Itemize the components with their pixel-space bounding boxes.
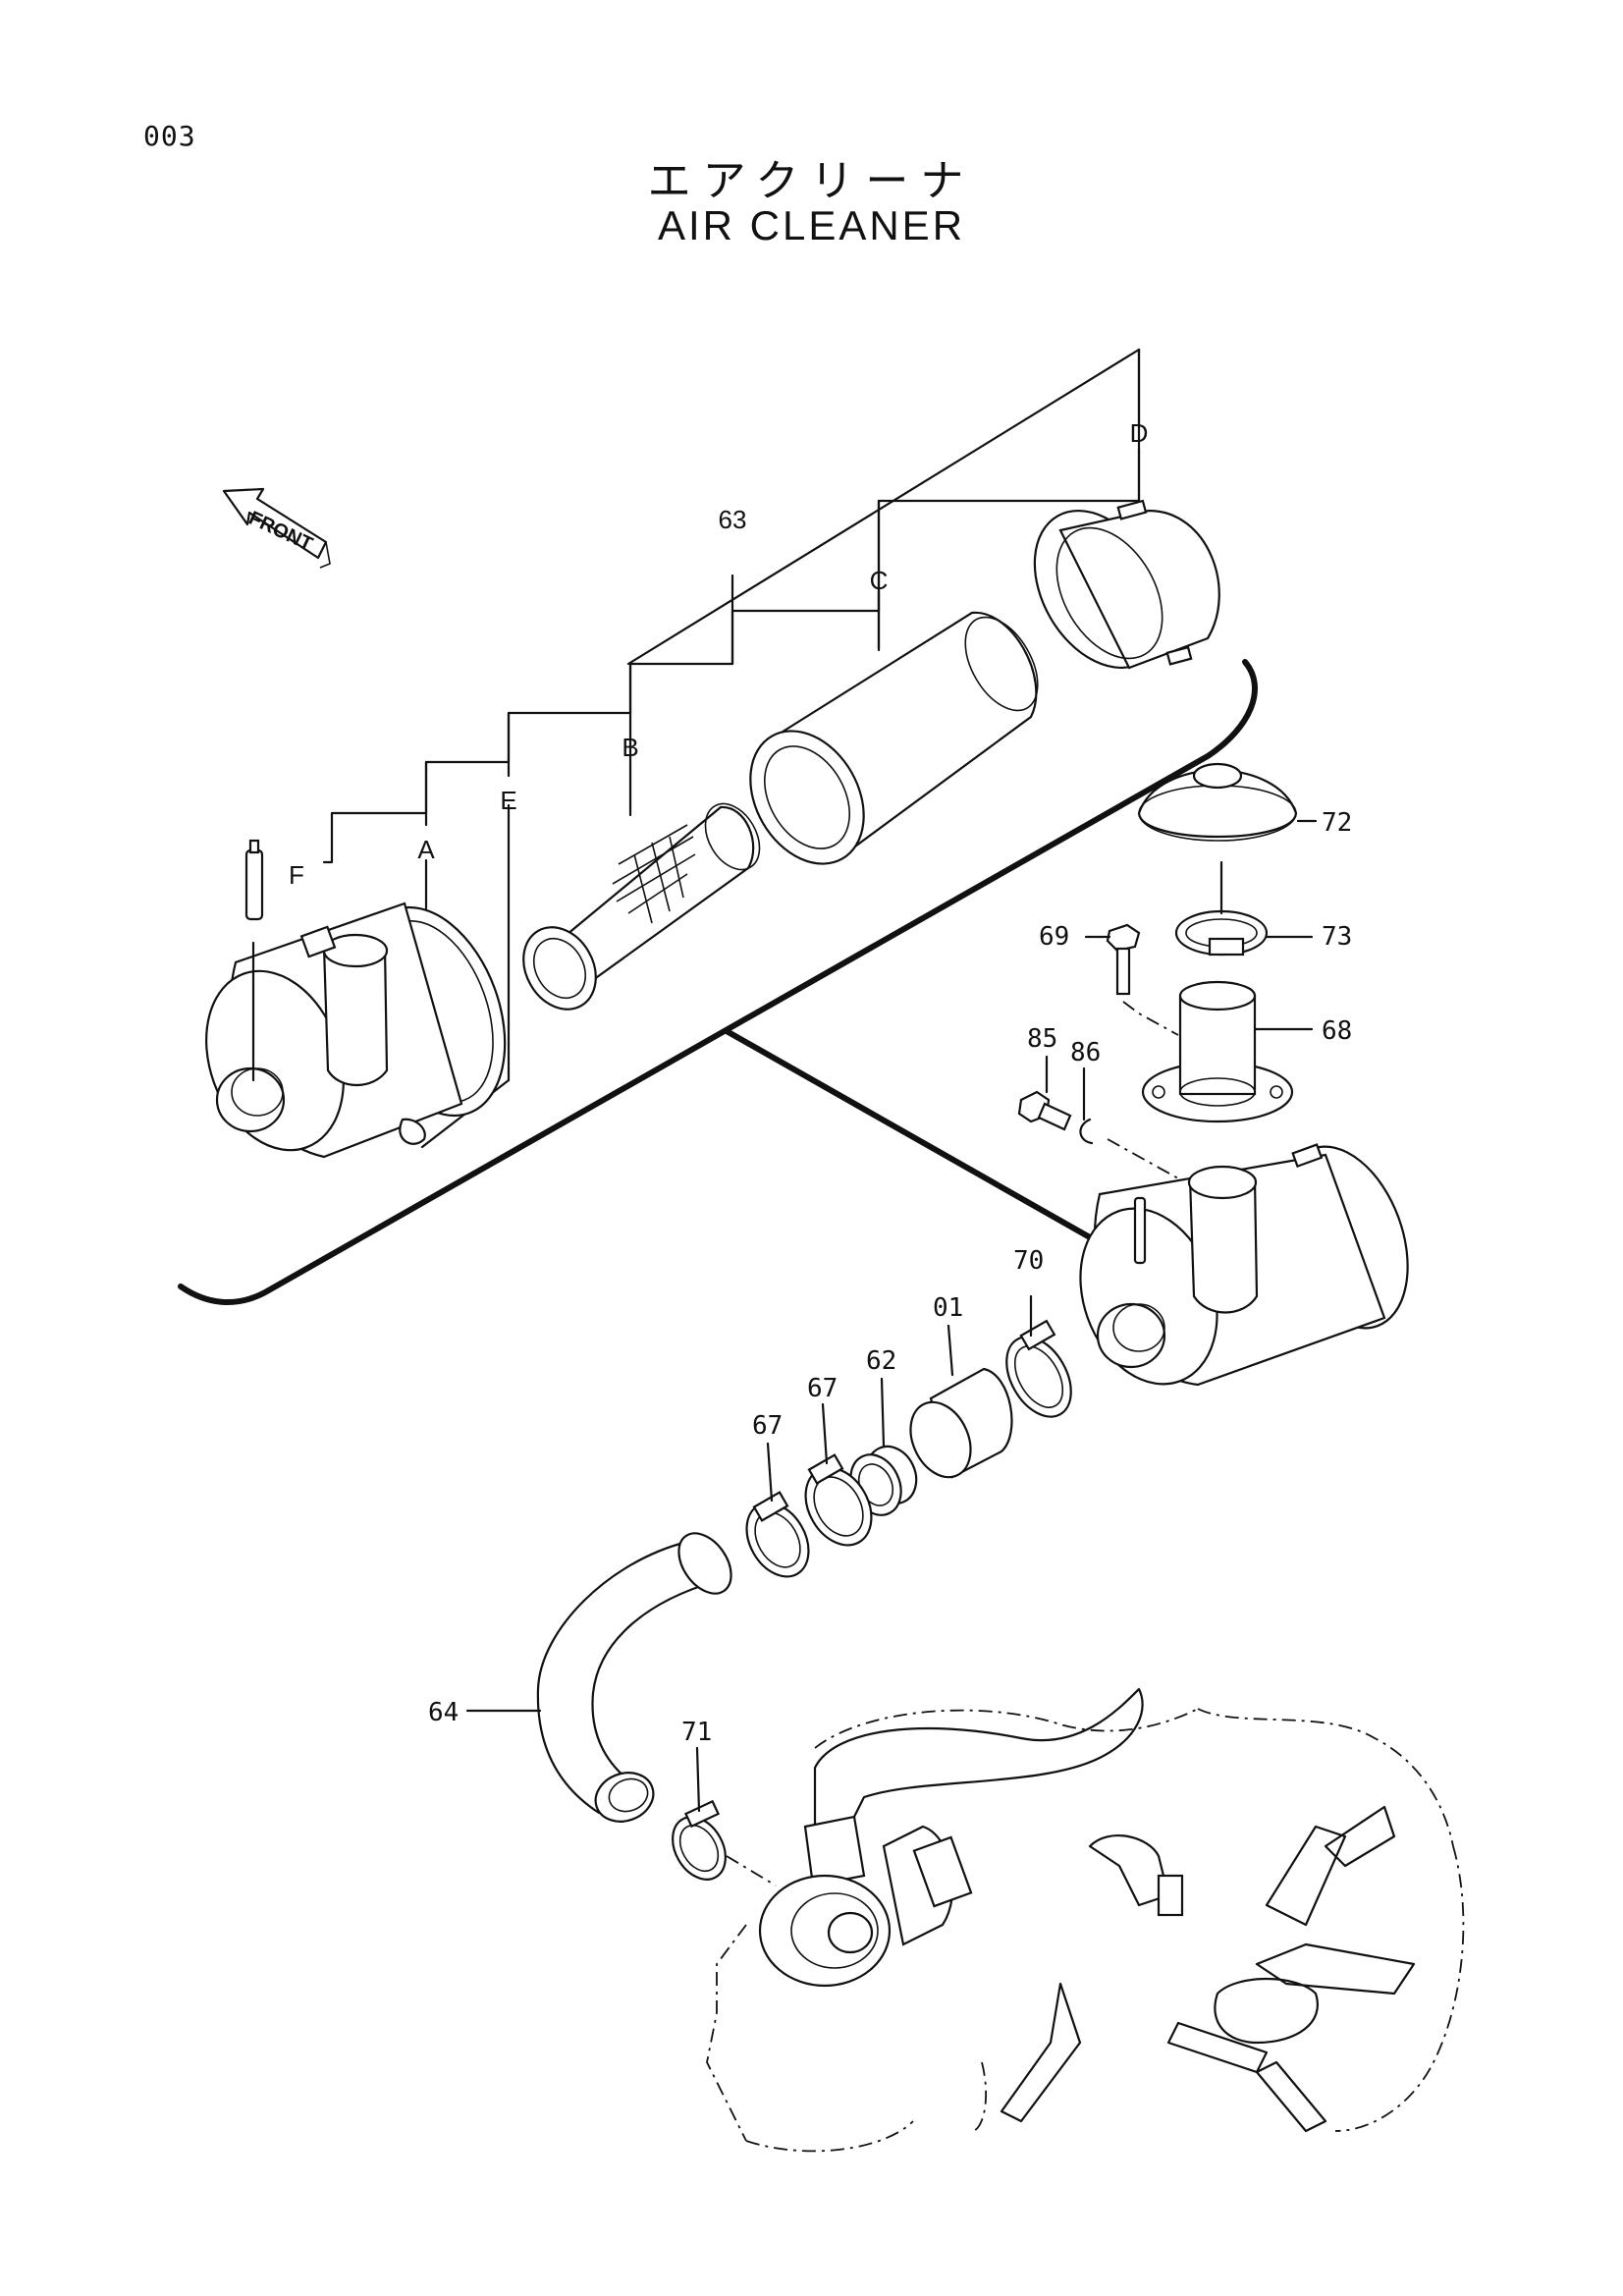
title-english: AIR CLEANER: [657, 202, 966, 248]
label-sub-f: F: [289, 860, 304, 890]
hose-64: [536, 1532, 732, 1823]
label-sub-a: A: [417, 835, 435, 864]
label-part-68: 68: [1322, 1016, 1352, 1046]
label-part-70: 70: [1013, 1246, 1044, 1276]
callout-labels: 63 A B C D E F 72 73 69 68 85 86 70 01 6…: [289, 418, 1352, 1747]
front-arrow-icon: FRONT: [222, 487, 331, 569]
title-japanese: エアクリーナ: [647, 156, 976, 206]
page-number: 003: [143, 120, 196, 152]
label-sub-b: B: [622, 733, 638, 762]
hose-clamp-70: [1005, 1319, 1072, 1418]
hose-clamp-71: [672, 1799, 777, 1886]
label-sub-c: C: [870, 566, 889, 595]
label-assembly-63: 63: [719, 505, 747, 534]
hose-clamp-73: [1174, 860, 1269, 957]
label-part-01: 01: [933, 1293, 963, 1323]
label-part-64: 64: [428, 1698, 459, 1727]
label-part-72: 72: [1322, 808, 1352, 838]
label-part-85: 85: [1027, 1024, 1057, 1054]
label-sub-e: E: [500, 786, 516, 815]
air-cleaner-housing-a: [205, 839, 507, 1159]
label-part-62: 62: [866, 1346, 896, 1376]
label-part-67-lower: 67: [752, 1411, 783, 1441]
exploded-group-frame: [178, 659, 1258, 1305]
engine-reference-outline: [706, 1687, 1465, 2153]
inner-element-b: [522, 802, 761, 1011]
label-part-73: 73: [1322, 922, 1352, 952]
label-part-86: 86: [1070, 1038, 1101, 1067]
label-part-67-upper: 67: [807, 1374, 838, 1403]
end-cover-d: [1033, 499, 1220, 670]
rain-cap-72: [1137, 762, 1298, 842]
bolt-69: [1106, 923, 1179, 1036]
label-part-71: 71: [681, 1718, 712, 1747]
air-cleaner-assembled: [1079, 1143, 1409, 1387]
label-sub-d: D: [1130, 418, 1149, 448]
callout-leaders: [465, 819, 1318, 1813]
hose-clamp-67b: [804, 1453, 873, 1547]
adapter-01: [909, 1367, 1013, 1479]
hose-clamp-67a: [745, 1491, 810, 1578]
label-part-69: 69: [1039, 922, 1069, 952]
outer-element-c: [749, 611, 1039, 865]
bolt-85: [1017, 1090, 1072, 1131]
washer-86: [1079, 1118, 1179, 1179]
inlet-pipe-68: [1141, 980, 1294, 1123]
